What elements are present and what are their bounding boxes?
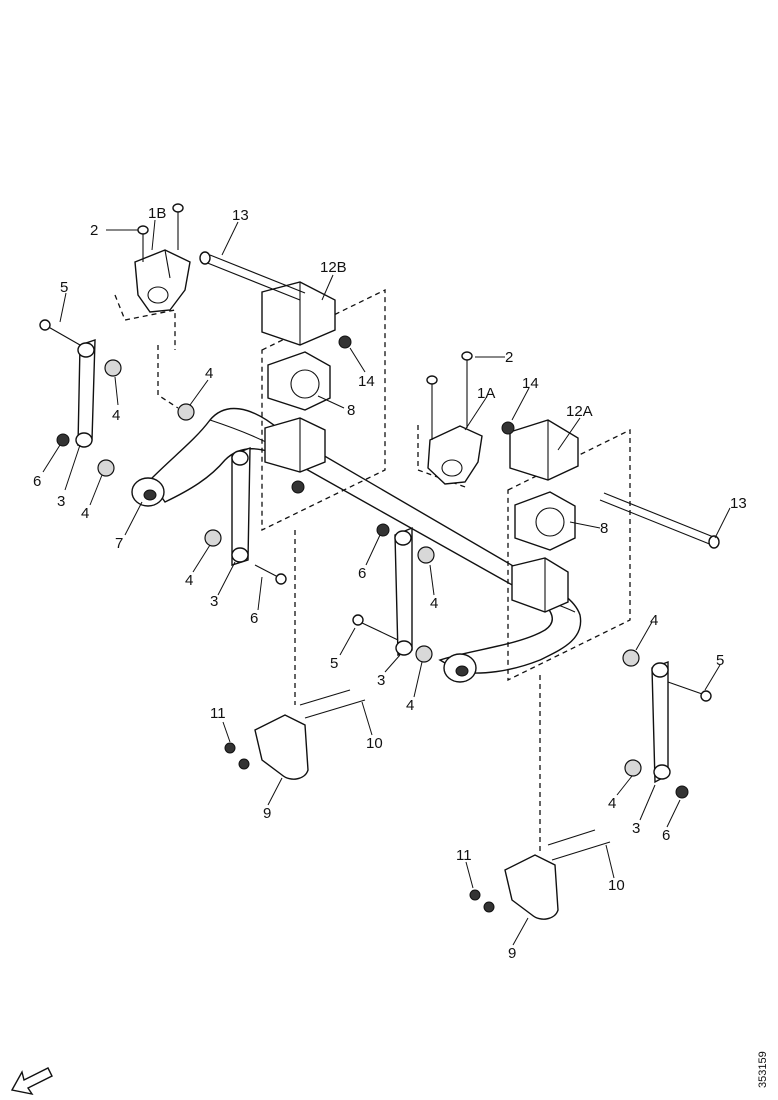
- callout-12a: 12A: [566, 403, 593, 420]
- u-bracket-9-left: [224, 689, 366, 780]
- callout-6-right: 6: [662, 827, 670, 844]
- callout-6-middle: 6: [358, 565, 366, 582]
- assembly-box-left: [261, 288, 386, 532]
- assembly-box-right: [507, 428, 631, 682]
- callout-13-lower: 13: [730, 495, 747, 512]
- long-bolt-13-lower: [599, 492, 720, 549]
- callout-3-left: 3: [57, 493, 65, 510]
- callout-4-c: 4: [81, 505, 89, 522]
- callout-6-left: 6: [33, 473, 41, 490]
- document-id-container: 353159: [744, 1020, 778, 1090]
- callout-5-middle: 5: [330, 655, 338, 672]
- clamp-12b: [261, 281, 336, 346]
- callout-5-upper-left: 5: [60, 279, 68, 296]
- callout-14-upper: 14: [358, 373, 375, 390]
- callout-12b: 12B: [320, 259, 347, 276]
- washers-4: [97, 359, 642, 777]
- callout-1b: 1B: [148, 205, 166, 222]
- bracket-1b: [134, 249, 191, 313]
- callout-3-right: 3: [632, 820, 640, 837]
- bar-end-eye-left: [131, 477, 165, 507]
- bolts-5: [39, 319, 712, 702]
- bar-collar-left: [264, 417, 326, 473]
- callout-4-h: 4: [608, 795, 616, 812]
- callout-1a: 1A: [477, 385, 495, 402]
- callout-labels: 2 1B 13 12B 5 4 4 14 8 2 1A 14 12A 6 3 4…: [33, 205, 747, 962]
- leader-lines: [42, 219, 731, 946]
- nuts-14: [338, 335, 515, 435]
- bushing-lower: [514, 491, 576, 551]
- callout-14-right: 14: [522, 375, 539, 392]
- link-3-center: [231, 446, 251, 566]
- document-id: 353159: [757, 1051, 769, 1088]
- callout-4-e: 4: [430, 595, 438, 612]
- callout-3-middle: 3: [377, 672, 385, 689]
- bushing-upper: [267, 351, 331, 411]
- document-id-svg: 353159: [757, 1051, 769, 1088]
- callout-4-d: 4: [185, 572, 193, 589]
- direction-arrow-icon: [10, 1067, 53, 1096]
- bar-collar-right: [511, 557, 569, 613]
- link-3-right: [651, 660, 671, 784]
- u-bracket-9-right: [469, 829, 611, 920]
- callout-7: 7: [115, 535, 123, 552]
- callout-10-left: 10: [366, 735, 383, 752]
- callout-5-right: 5: [716, 652, 724, 669]
- callout-2-right: 2: [505, 349, 513, 366]
- callout-10-right: 10: [608, 877, 625, 894]
- callout-8-upper: 8: [347, 402, 355, 419]
- callout-3-center: 3: [210, 593, 218, 610]
- bolts-2: [137, 203, 473, 440]
- callout-13-upper: 13: [232, 207, 249, 224]
- long-bolt-13-upper: [199, 251, 306, 301]
- callout-9-left: 9: [263, 805, 271, 822]
- callout-4-f: 4: [406, 697, 414, 714]
- nuts-6: [56, 433, 689, 799]
- callout-6-center: 6: [250, 610, 258, 627]
- link-3-upper-left: [75, 339, 96, 448]
- callout-8-lower: 8: [600, 520, 608, 537]
- callout-4-g: 4: [650, 612, 658, 629]
- callout-4-a: 4: [112, 407, 120, 424]
- callout-4-b: 4: [205, 365, 213, 382]
- clamp-12a: [509, 419, 579, 481]
- link-3-middle: [394, 526, 413, 656]
- bar-end-eye-right: [443, 653, 477, 683]
- callout-9-right: 9: [508, 945, 516, 962]
- callout-11-right: 11: [456, 847, 472, 864]
- bracket-1a: [427, 425, 483, 485]
- callout-2-upper-left: 2: [90, 222, 98, 239]
- callout-11-left: 11: [210, 705, 226, 722]
